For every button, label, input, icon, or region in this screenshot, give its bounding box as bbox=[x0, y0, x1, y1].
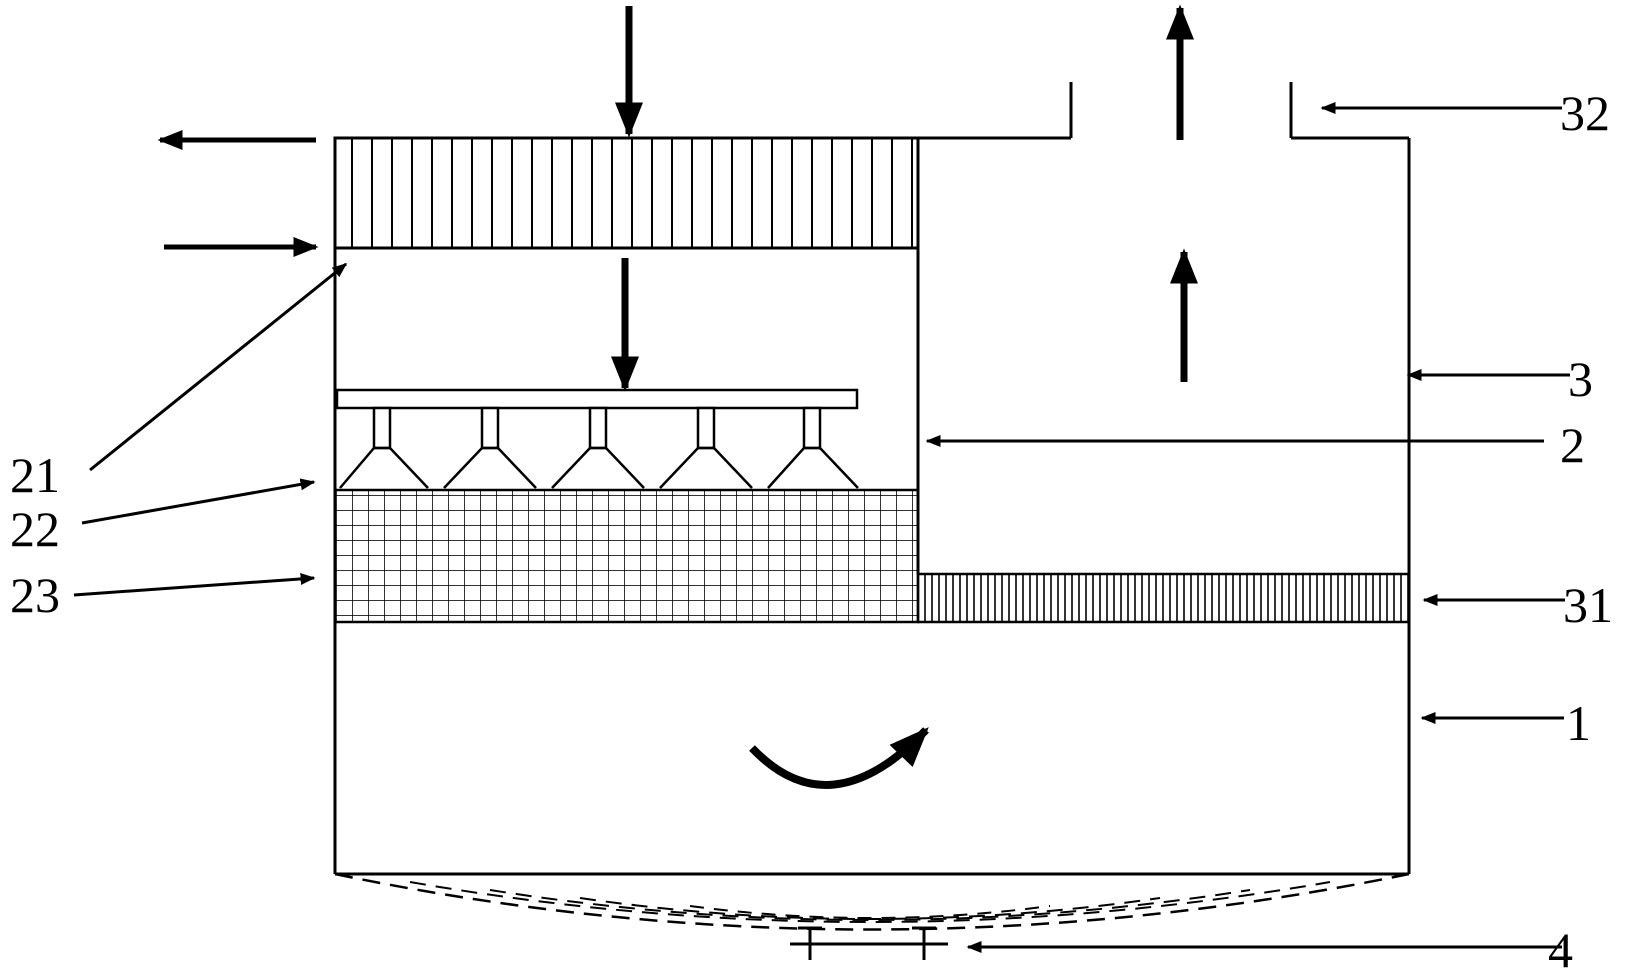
drain-pipe bbox=[790, 926, 948, 960]
label-31: 31 bbox=[1563, 577, 1613, 633]
label-23: 23 bbox=[10, 567, 60, 623]
leader-22 bbox=[81, 478, 316, 525]
leader-23 bbox=[73, 572, 316, 597]
nozzle bbox=[767, 406, 859, 489]
filter-layer bbox=[916, 572, 1411, 624]
top-inlet-section bbox=[333, 82, 1409, 250]
label-3: 3 bbox=[1568, 351, 1593, 407]
nozzle bbox=[551, 406, 645, 489]
packing-grid bbox=[333, 488, 920, 624]
label-1: 1 bbox=[1566, 695, 1591, 751]
label-2: 2 bbox=[1560, 417, 1585, 473]
label-4: 4 bbox=[1548, 922, 1573, 971]
label-21: 21 bbox=[10, 447, 60, 503]
nozzle bbox=[339, 406, 429, 489]
nozzle bbox=[659, 406, 753, 489]
circulation-arrow bbox=[749, 727, 929, 789]
labels: 21 22 23 32 3 2 31 1 4 bbox=[10, 85, 1613, 971]
leader-lines bbox=[73, 102, 1570, 953]
spray-assembly bbox=[335, 388, 859, 489]
label-32: 32 bbox=[1560, 85, 1610, 141]
leader-21 bbox=[89, 262, 348, 472]
bottom-hopper bbox=[334, 872, 1410, 931]
label-22: 22 bbox=[10, 501, 60, 557]
nozzle bbox=[443, 406, 537, 489]
flow-arrows bbox=[157, 4, 1198, 789]
